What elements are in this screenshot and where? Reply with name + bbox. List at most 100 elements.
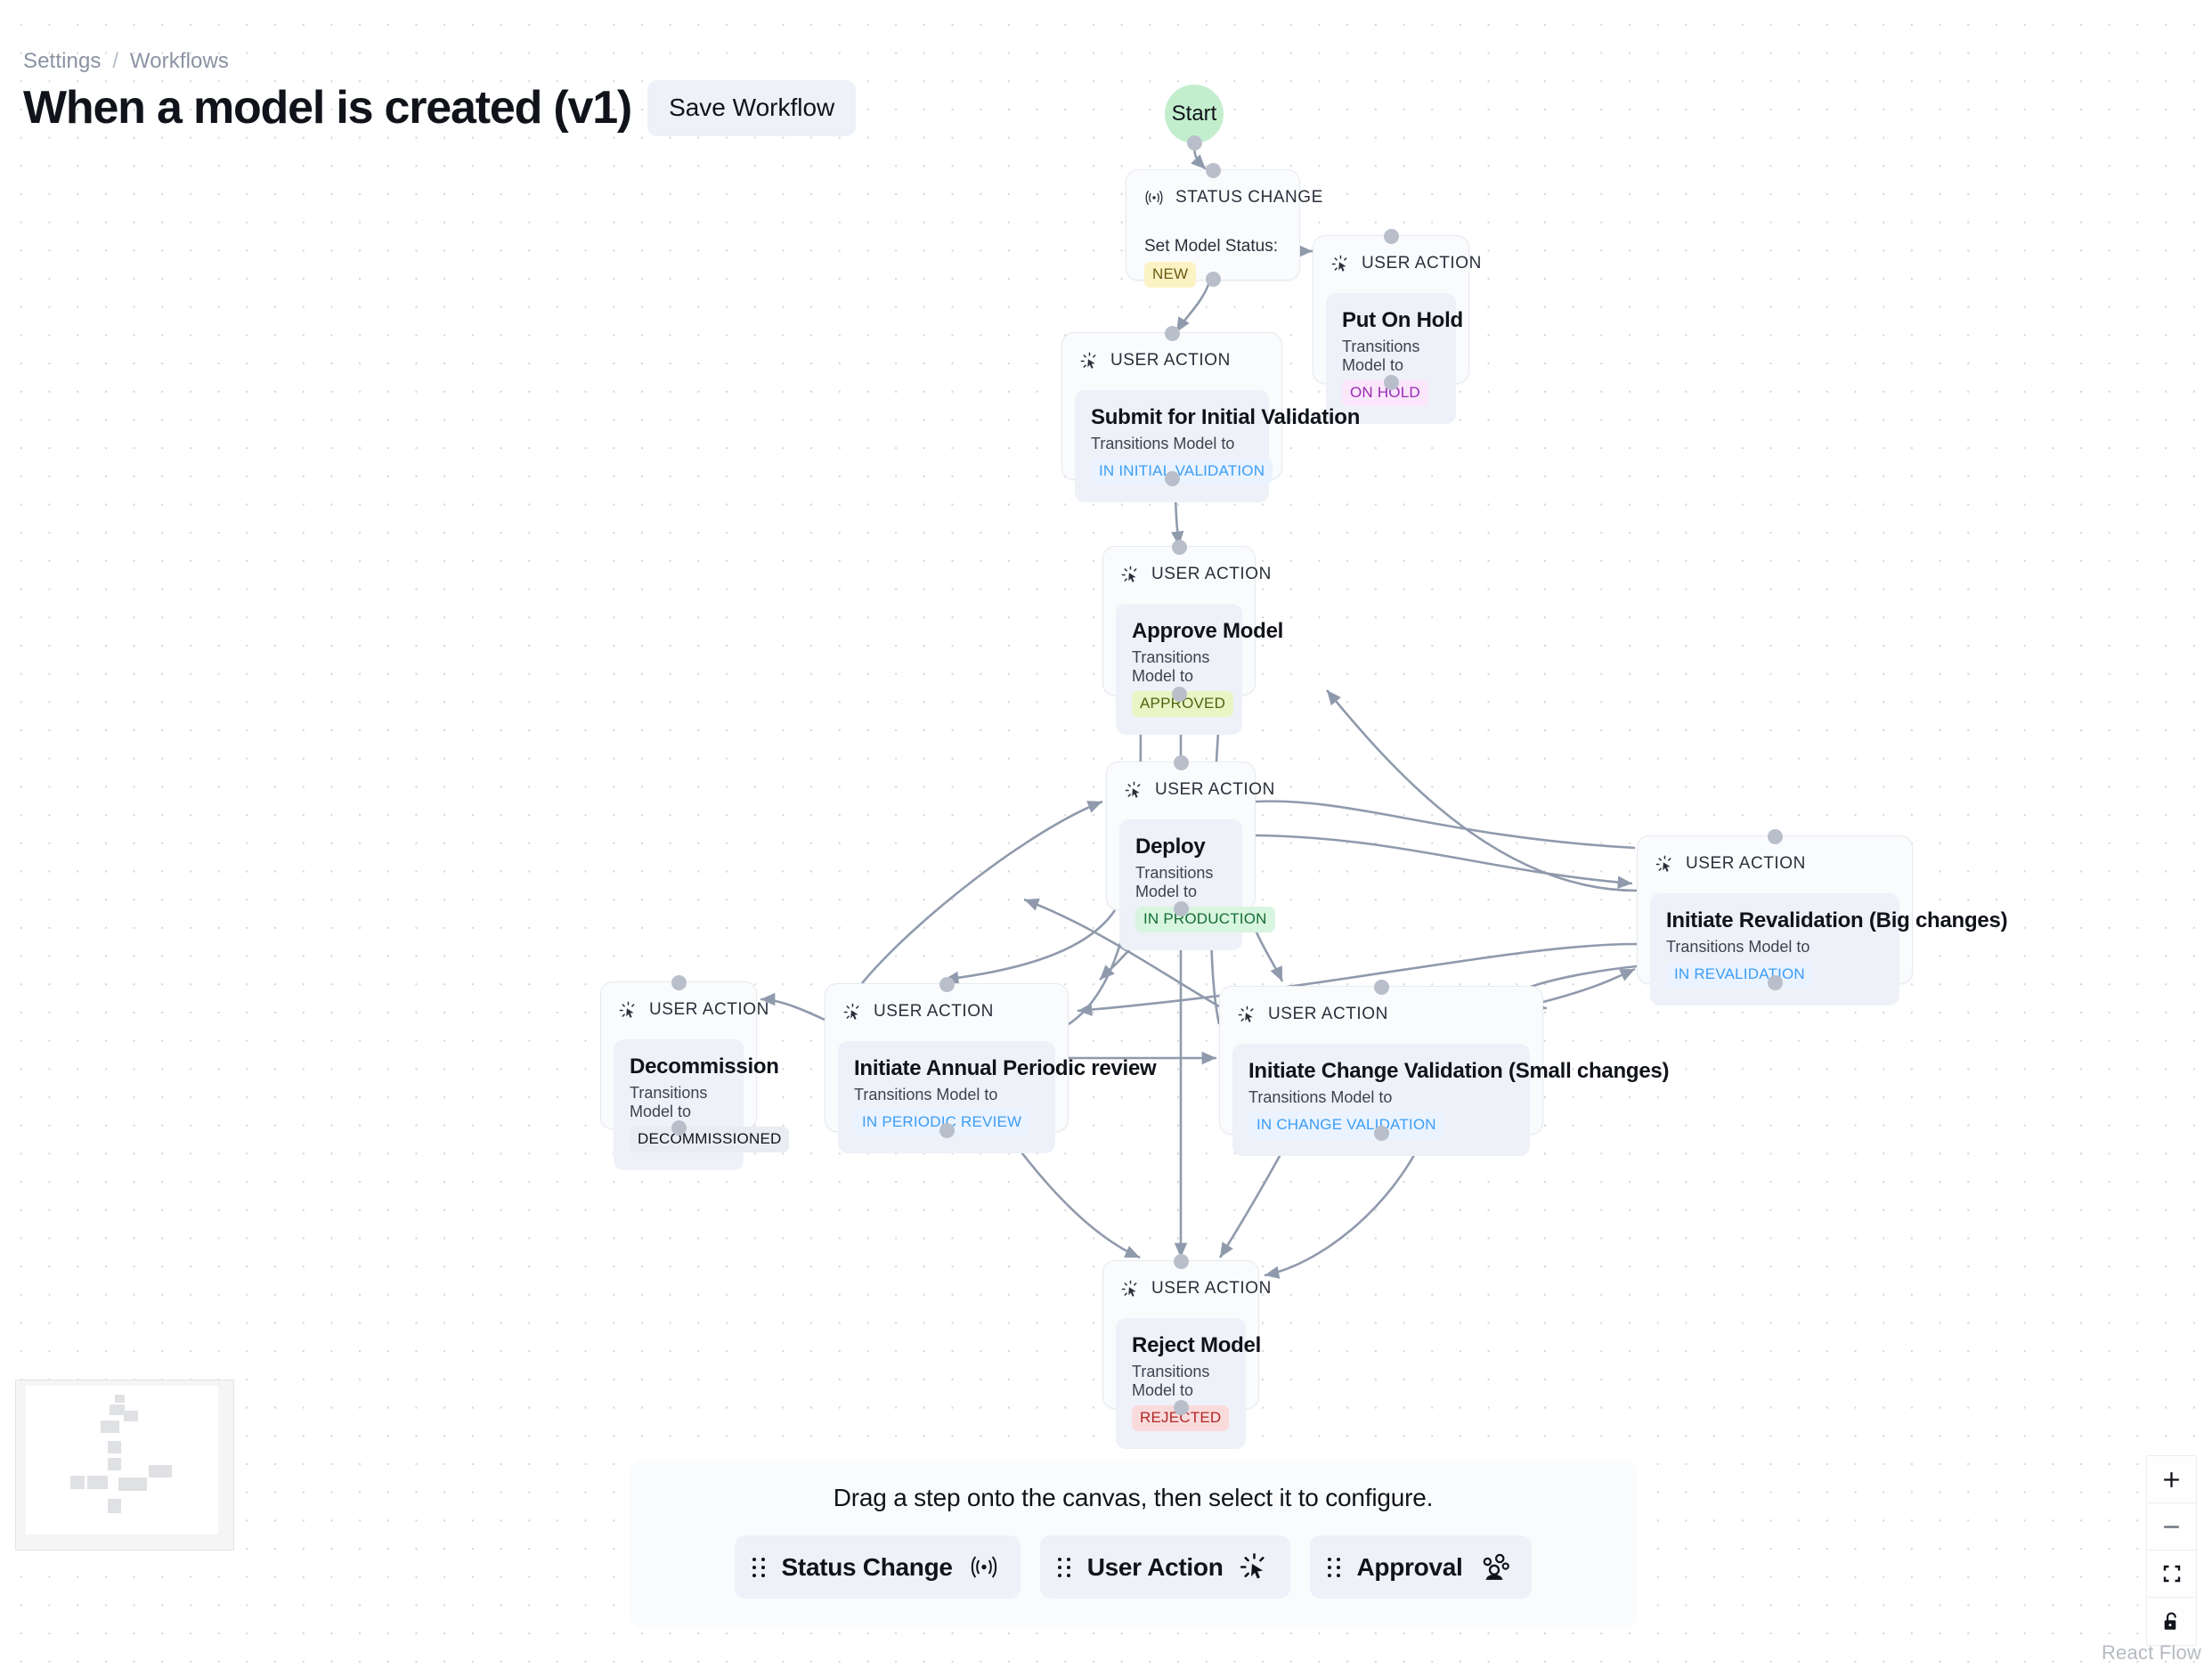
node-transition-label: Transitions Model to (854, 1086, 998, 1103)
save-workflow-button[interactable]: Save Workflow (647, 80, 857, 136)
status-badge: DECOMMISSIONED (630, 1127, 790, 1152)
node-deploy[interactable]: USER ACTION Deploy Transitions Model to … (1106, 755, 1275, 950)
minus-icon (2164, 1525, 2179, 1528)
minimap-node (149, 1465, 172, 1478)
zoom-in-button[interactable] (2147, 1456, 2196, 1503)
handle-bottom[interactable] (1206, 272, 1221, 287)
node-title: Submit for Initial Validation (1091, 405, 1361, 429)
page-title: When a model is created (v1) (23, 81, 632, 134)
handle-bottom[interactable] (1384, 375, 1399, 390)
palette-chip-label: Approval (1356, 1552, 1463, 1581)
page-header: Settings / Workflows When a model is cre… (23, 49, 857, 136)
node-start[interactable]: Start (1165, 85, 1224, 151)
palette-chip-status-change[interactable]: Status Change (734, 1535, 1021, 1599)
handle-bottom[interactable] (1768, 975, 1783, 990)
click-cursor-icon (619, 1001, 638, 1020)
handle-top[interactable] (1206, 163, 1221, 178)
node-reject-model[interactable]: USER ACTION Reject Model Transitions Mod… (1102, 1254, 1271, 1449)
handle-bottom[interactable] (1172, 687, 1187, 702)
handle-top[interactable] (939, 977, 955, 992)
breadcrumb-workflows[interactable]: Workflows (129, 49, 230, 73)
minimap[interactable] (15, 1380, 234, 1551)
handle-bottom[interactable] (1187, 135, 1202, 151)
node-title: Decommission (630, 1054, 779, 1079)
node-title: Initiate Revalidation (Big changes) (1666, 908, 2008, 932)
status-badge: REJECTED (1132, 1405, 1230, 1431)
status-badge: IN CHANGE VALIDATION (1248, 1112, 1444, 1138)
node-body: Decommission Transitions Model to DECOMM… (614, 1039, 790, 1170)
palette-chip-user-action[interactable]: User Action (1039, 1535, 1290, 1599)
node-kind-label: USER ACTION (1151, 1279, 1272, 1298)
palette-chip-label: User Action (1086, 1552, 1224, 1581)
people-group-icon (1478, 1553, 1510, 1582)
click-cursor-icon (1121, 1280, 1140, 1299)
status-badge: NEW (1144, 262, 1197, 288)
minimap-viewport (26, 1386, 218, 1535)
step-palette: Drag a step onto the canvas, then select… (630, 1461, 1637, 1628)
click-cursor-icon (1125, 781, 1143, 800)
handle-bottom[interactable] (1374, 1126, 1389, 1141)
handle-top[interactable] (1174, 1254, 1189, 1269)
click-cursor-icon (1240, 1552, 1269, 1582)
node-kind: USER ACTION (1232, 999, 1530, 1024)
node-transition-label: Transitions Model to (1132, 648, 1210, 685)
status-badge: ON HOLD (1342, 380, 1428, 406)
handle-top[interactable] (1384, 229, 1399, 244)
node-title: Deploy (1135, 834, 1206, 859)
fit-view-button[interactable] (2147, 1551, 2196, 1598)
node-transition-label: Transitions Model to (1132, 1363, 1210, 1399)
handle-top[interactable] (1174, 755, 1189, 770)
palette-chip-approval[interactable]: Approval (1309, 1535, 1533, 1599)
minimap-node (110, 1404, 125, 1415)
breadcrumb-separator: / (112, 49, 119, 73)
handle-top[interactable] (1165, 326, 1180, 341)
node-approve-model[interactable]: USER ACTION Approve Model Transitions Mo… (1102, 540, 1283, 735)
drag-handle-icon[interactable] (752, 1557, 766, 1577)
zoom-out-button[interactable] (2147, 1503, 2196, 1551)
node-kind-label: STATUS CHANGE (1175, 188, 1323, 207)
handle-bottom[interactable] (671, 1120, 687, 1136)
minimap-node (115, 1395, 125, 1403)
palette-hint: Drag a step onto the canvas, then select… (833, 1484, 1434, 1511)
handle-top[interactable] (1768, 829, 1783, 844)
handle-bottom[interactable] (1165, 471, 1180, 486)
node-body: Approve Model Transitions Model to APPRO… (1116, 604, 1284, 735)
node-initiate-change-validation[interactable]: USER ACTION Initiate Change Validation (… (1219, 980, 1670, 1156)
handle-top[interactable] (1374, 980, 1389, 995)
node-kind-label: USER ACTION (649, 1000, 769, 1019)
node-put-on-hold[interactable]: USER ACTION Put On Hold Transitions Mode… (1313, 229, 1481, 424)
handle-bottom[interactable] (1174, 901, 1189, 916)
handle-bottom[interactable] (1174, 1400, 1189, 1415)
plus-icon (2164, 1471, 2179, 1487)
node-kind: USER ACTION (838, 997, 1055, 1022)
handle-bottom[interactable] (939, 1123, 955, 1138)
handle-top[interactable] (1172, 540, 1187, 555)
node-kind-label: USER ACTION (874, 1002, 994, 1021)
node-status-change[interactable]: STATUS CHANGE Set Model Status: NEW (1126, 163, 1322, 288)
react-flow-attribution[interactable]: React Flow (2101, 1641, 2201, 1664)
node-kind: USER ACTION (1075, 346, 1269, 370)
node-kind: USER ACTION (1326, 248, 1481, 273)
minimap-node (70, 1476, 85, 1489)
handle-top[interactable] (671, 975, 687, 990)
node-initiate-annual-periodic-review[interactable]: USER ACTION Initiate Annual Periodic rev… (825, 977, 1157, 1153)
node-transition-label: Transitions Model to (630, 1084, 708, 1120)
minimap-node (108, 1458, 121, 1470)
minimap-node (108, 1441, 121, 1453)
node-initiate-revalidation[interactable]: USER ACTION Initiate Revalidation (Big c… (1637, 829, 2008, 1005)
drag-handle-icon[interactable] (1057, 1557, 1071, 1577)
click-cursor-icon (1331, 255, 1350, 273)
node-submit-for-initial-validation[interactable]: USER ACTION Submit for Initial Validatio… (1061, 326, 1361, 502)
status-badge: IN PRODUCTION (1135, 907, 1275, 932)
drag-handle-icon[interactable] (1327, 1557, 1341, 1577)
node-kind: USER ACTION (1116, 1274, 1271, 1299)
palette-chip-label: Status Change (781, 1552, 953, 1581)
lock-button[interactable] (2147, 1598, 2196, 1645)
node-title: Initiate Annual Periodic review (854, 1056, 1157, 1080)
node-title: Approve Model (1132, 619, 1284, 643)
minimap-node (118, 1478, 147, 1491)
breadcrumb-settings[interactable]: Settings (23, 49, 102, 73)
node-decommission[interactable]: USER ACTION Decommission Transitions Mod… (600, 975, 790, 1170)
